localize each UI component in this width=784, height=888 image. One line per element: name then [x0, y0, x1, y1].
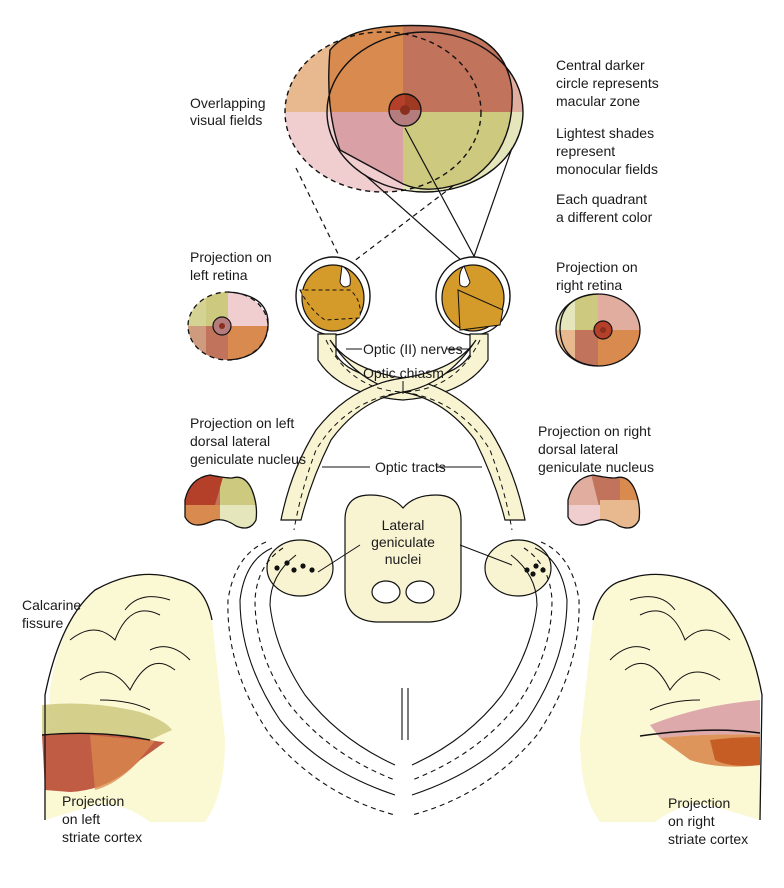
- label-line: nuclei: [385, 551, 422, 567]
- label-line: right retina: [556, 277, 622, 293]
- label-lightest-shades: Lightest shades represent monocular fiel…: [556, 125, 658, 177]
- label-line: geniculate: [371, 534, 435, 550]
- label-central-macular: Central darker circle represents macular…: [556, 57, 659, 109]
- label-projection-right-cortex: Projection on right striate cortex: [668, 795, 748, 847]
- label-lateral-geniculate-nuclei: Lateral geniculate nuclei: [371, 517, 435, 567]
- label-line: Projection: [62, 793, 124, 809]
- label-line: dorsal lateral: [538, 441, 618, 457]
- label-line: a different color: [556, 209, 653, 225]
- left-retina-projection: [187, 291, 269, 361]
- label-line: Central darker: [556, 57, 645, 73]
- label-projection-left-retina: Projection on left retina: [190, 249, 272, 283]
- label-line: Calcarine: [22, 597, 81, 613]
- label-line: Projection on: [190, 249, 272, 265]
- right-striate-cortex: [580, 573, 763, 822]
- label-line: geniculate nucleus: [190, 451, 306, 467]
- label-line: Projection: [668, 795, 730, 811]
- label-line: dorsal lateral: [190, 433, 270, 449]
- label-line: macular zone: [556, 93, 640, 109]
- label-line: striate cortex: [668, 831, 748, 847]
- label-line: geniculate nucleus: [538, 459, 654, 475]
- label-projection-right-lgn: Projection on right dorsal lateral genic…: [538, 423, 654, 475]
- label-projection-left-cortex: Projection on left striate cortex: [62, 793, 142, 845]
- label-optic-nerves: Optic (II) nerves: [363, 341, 463, 357]
- label-line: visual fields: [190, 112, 262, 128]
- label-line: Lightest shades: [556, 125, 654, 141]
- label-projection-right-retina: Projection on right retina: [556, 259, 638, 293]
- label-line: on right: [668, 813, 715, 829]
- label-calcarine-fissure: Calcarine fissure: [22, 597, 81, 631]
- label-line: represent: [556, 143, 615, 159]
- right-lgn-projection: [567, 474, 641, 529]
- label-line: Overlapping: [190, 95, 266, 111]
- label-line: Projection on right: [538, 423, 651, 439]
- left-striate-cortex: [41, 573, 225, 822]
- label-line: on left: [62, 811, 100, 827]
- right-eye: [435, 256, 511, 336]
- label-line: circle represents: [556, 75, 659, 91]
- label-overlapping-visual-fields: Overlapping visual fields: [190, 95, 266, 128]
- label-line: striate cortex: [62, 829, 142, 845]
- label-line: Projection on left: [190, 415, 294, 431]
- label-line: Lateral: [382, 517, 425, 533]
- left-eye: [295, 256, 371, 336]
- label-line: monocular fields: [556, 161, 658, 177]
- label-projection-left-lgn: Projection on left dorsal lateral genicu…: [190, 415, 306, 467]
- right-retina-projection: [555, 293, 641, 367]
- label-line: fissure: [22, 615, 63, 631]
- label-optic-chiasm: Optic chiasm: [363, 365, 444, 381]
- label-line: left retina: [190, 267, 248, 283]
- optic-radiations: [227, 541, 580, 816]
- label-line: Each quadrant: [556, 191, 647, 207]
- label-optic-tracts: Optic tracts: [375, 459, 446, 475]
- optic-pathway: [266, 333, 552, 623]
- left-lgn-projection: [184, 474, 258, 529]
- overlapping-visual-fields: [284, 24, 524, 193]
- label-each-quadrant: Each quadrant a different color: [556, 191, 653, 225]
- label-line: Projection on: [556, 259, 638, 275]
